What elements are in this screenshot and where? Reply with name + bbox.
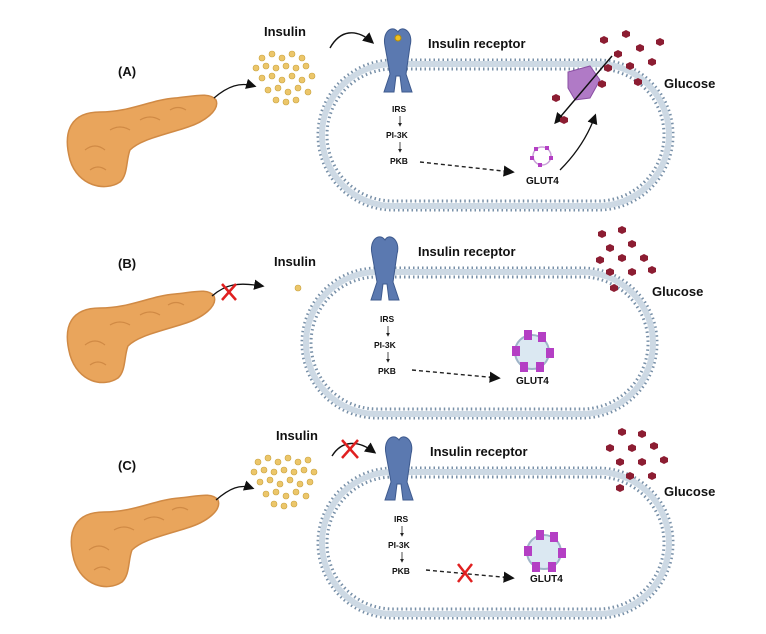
pathway-pkb: PKB [390, 156, 408, 166]
binding-arrow [329, 32, 375, 49]
glucose-label: Glucose [664, 484, 715, 499]
glut4-label: GLUT4 [530, 574, 563, 585]
fusion-arrow [559, 113, 598, 171]
panel-b: (B) Insulin Insulin receptor IRS PI-3K P… [66, 226, 703, 420]
glucose-label: Glucose [664, 76, 715, 91]
inhibition-x-icon [221, 283, 237, 301]
insulin-label: Insulin [274, 254, 316, 269]
glucose-molecules-icon [596, 226, 656, 292]
cell-membrane [316, 58, 675, 212]
pathway-irs: IRS [380, 314, 395, 324]
insulin-granules-icon [252, 50, 316, 106]
pathway-pi3k: PI-3K [374, 340, 397, 350]
glut4-label: GLUT4 [516, 376, 549, 387]
insulin-receptor-icon [383, 28, 413, 93]
secretion-arrow [213, 78, 257, 99]
panel-c: (C) Insulin Insulin receptor IRS [70, 428, 715, 620]
binding-arrow [331, 442, 377, 457]
glucose-label: Glucose [652, 284, 703, 299]
glut4-vesicle-icon [524, 530, 566, 572]
secretion-arrow [215, 480, 255, 501]
insulin-granules-icon [250, 454, 318, 510]
pancreas-icon [70, 494, 220, 588]
pathway-pi3k: PI-3K [386, 130, 409, 140]
panel-b-label: (B) [118, 256, 136, 271]
inhibition-x-icon [341, 439, 359, 459]
glut4-label: GLUT4 [526, 176, 559, 187]
pathway-irs: IRS [394, 514, 409, 524]
insulin-receptor-icon [370, 236, 400, 301]
inhibition-x-icon [457, 563, 473, 583]
insulin-receptor-icon [384, 436, 414, 501]
glucose-molecules-icon [552, 30, 664, 124]
pancreas-icon [66, 290, 216, 384]
glucose-uptake-arrow [554, 55, 613, 125]
secretion-arrow [211, 279, 265, 297]
receptor-label: Insulin receptor [418, 244, 516, 259]
panel-a: (A) Insulin Insulin receptor [66, 24, 715, 212]
pathway-irs: IRS [392, 104, 407, 114]
panel-c-label: (C) [118, 458, 136, 473]
glut4-transporter-icon [567, 65, 601, 101]
pathway-pkb: PKB [378, 366, 396, 376]
glut4-vesicle-icon [530, 146, 553, 167]
pathway-pkb: PKB [392, 566, 410, 576]
insulin-granule-icon [294, 284, 302, 292]
insulin-label: Insulin [276, 428, 318, 443]
cell-membrane [300, 266, 659, 420]
glut4-vesicle-icon [512, 330, 554, 372]
pancreas-icon [66, 94, 218, 188]
receptor-label: Insulin receptor [430, 444, 528, 459]
pathway-pi3k: PI-3K [388, 540, 411, 550]
cell-membrane [316, 466, 675, 620]
insulin-label: Insulin [264, 24, 306, 39]
translocation-arrow [411, 369, 501, 383]
panel-a-label: (A) [118, 64, 136, 79]
translocation-arrow [419, 161, 515, 177]
glucose-molecules-icon [606, 428, 668, 492]
translocation-arrow [425, 569, 515, 583]
receptor-label: Insulin receptor [428, 36, 526, 51]
